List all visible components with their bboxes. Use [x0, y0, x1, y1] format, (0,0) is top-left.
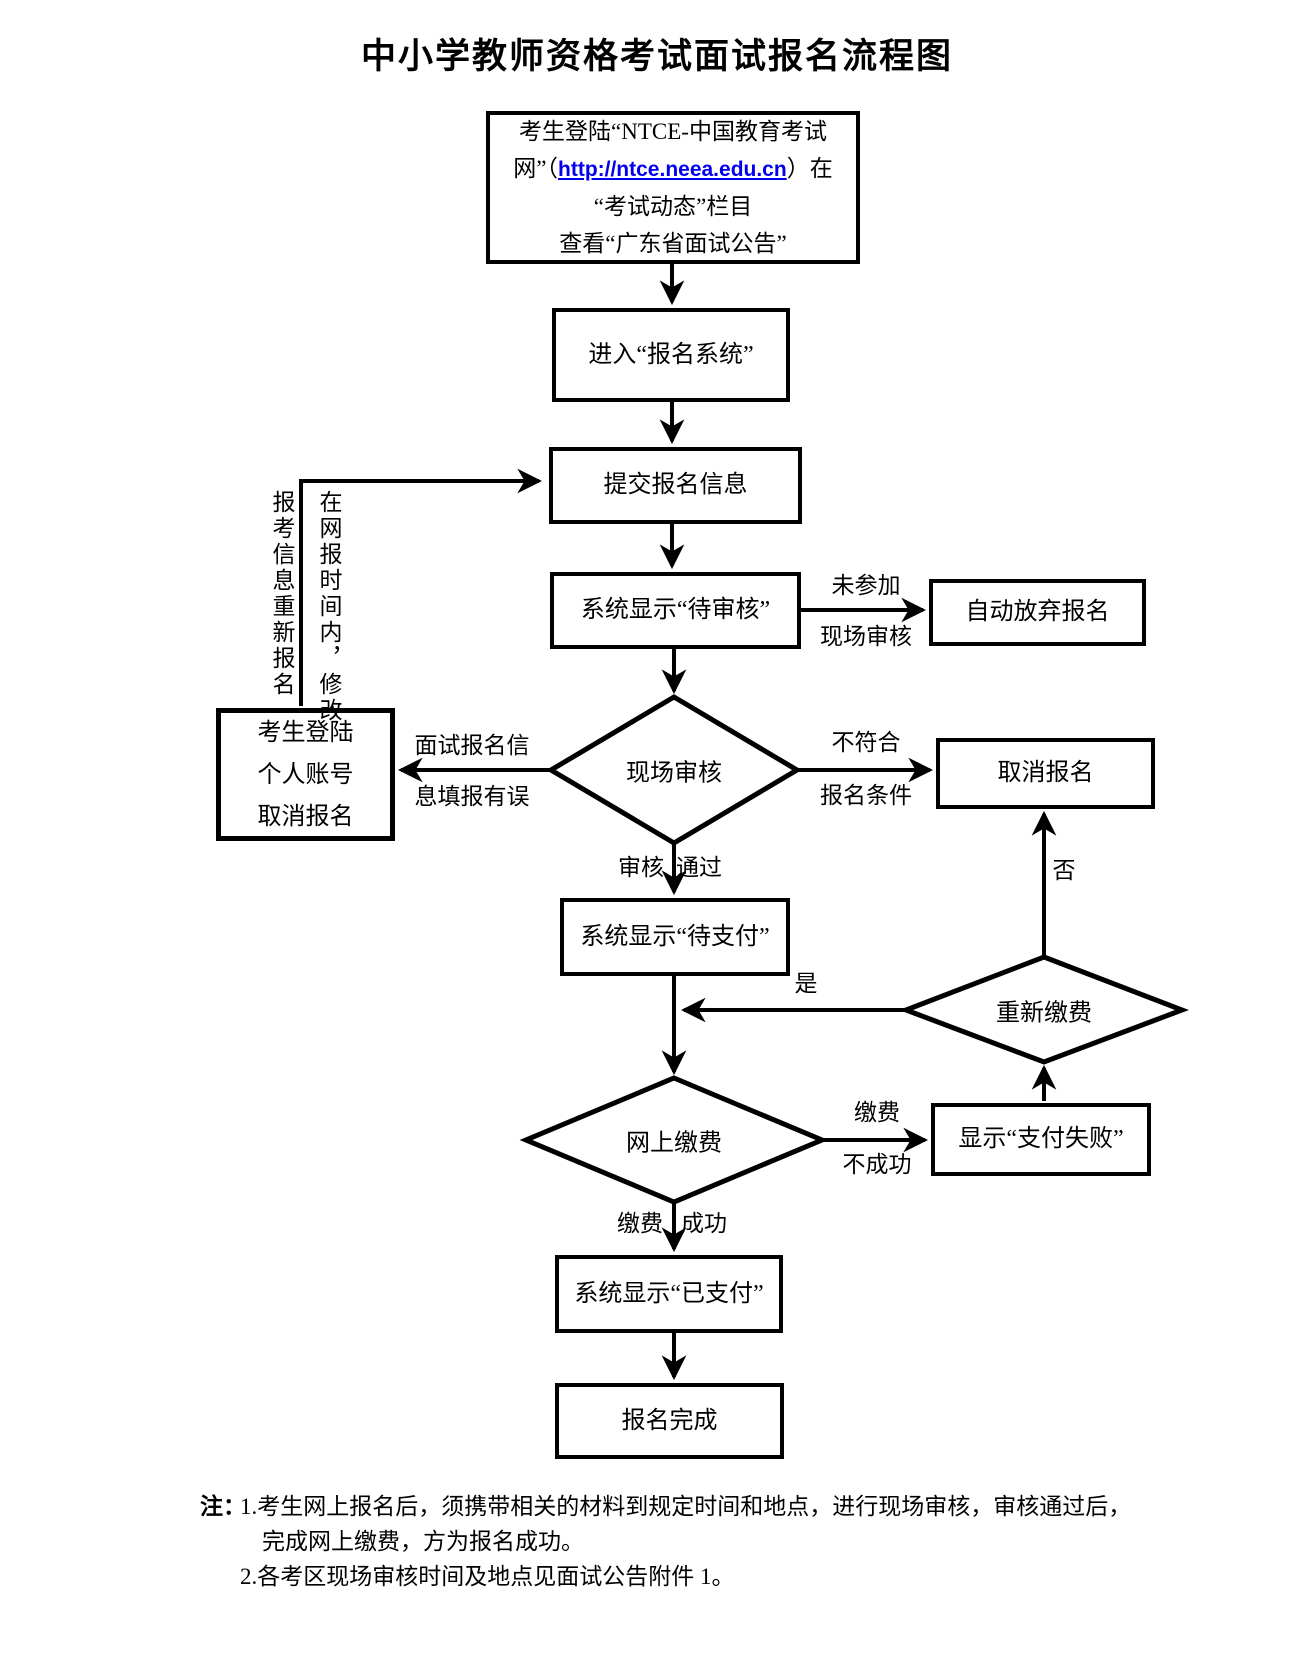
edge-label-info-error-2: 息填报有误	[414, 784, 530, 809]
flow-node-pending-review: 系统显示“待审核”	[550, 572, 801, 649]
edge-label-no-onsite-2: 现场审核	[820, 624, 912, 649]
edge-label-no: 否	[1052, 858, 1076, 883]
flow-node-online-pay-label: 网上缴费	[626, 1130, 722, 1157]
notes-line-2: 完成网上缴费，方为报名成功。	[262, 1529, 584, 1554]
flow-node-paid: 系统显示“已支付”	[555, 1255, 783, 1333]
flow-node-repay-label: 重新缴费	[996, 1000, 1092, 1027]
edge-label-not-qualified-1: 不符合	[831, 730, 901, 755]
edge-loop-resubmit	[299, 468, 543, 706]
edge-label-yes: 是	[794, 971, 818, 996]
ntce-link[interactable]: http://ntce.neea.edu.cn	[558, 158, 787, 181]
edge-label-pay-ok-2: 成功	[681, 1211, 727, 1236]
edge-label-no-onsite-1: 未参加	[831, 573, 901, 598]
edge-label-not-qualified-2: 报名条件	[820, 783, 912, 808]
start-line-4: 查看“广东省面试公告”	[559, 231, 787, 256]
edge-label-resubmit-vertical-right: 在网报时间内，修改	[316, 490, 341, 724]
flow-node-login-cancel: 考生登陆 个人账号 取消报名	[216, 708, 395, 841]
notes-prefix: 注：	[200, 1494, 246, 1519]
start-line-2: 网”（http://ntce.neea.edu.cn）在	[513, 156, 833, 181]
edge-label-review-pass-2: 通过	[676, 855, 722, 880]
flow-node-pay-fail: 显示“支付失败”	[931, 1103, 1151, 1176]
flow-node-cancel: 取消报名	[936, 738, 1155, 809]
flow-node-auto-abandon: 自动放弃报名	[929, 579, 1146, 646]
edge-label-resubmit-vertical-left: 报考信息重新报名	[269, 490, 294, 698]
flow-node-repay-shape	[898, 954, 1190, 1065]
flow-node-enter-system: 进入“报名系统”	[552, 308, 790, 402]
edge-label-pay-fail-1: 缴费	[854, 1100, 900, 1125]
notes-line-1: 1.考生网上报名后，须携带相关的材料到规定时间和地点，进行现场审核，审核通过后，	[240, 1494, 1132, 1519]
edge-label-info-error-1: 面试报名信	[414, 733, 530, 758]
flow-node-submit-info: 提交报名信息	[549, 447, 802, 524]
start-line-3: “考试动态”栏目	[593, 194, 753, 219]
edge-label-pay-ok-1: 缴费	[617, 1211, 663, 1236]
edge-label-pay-fail-2: 不成功	[842, 1152, 912, 1177]
flow-node-online-pay-shape	[519, 1075, 829, 1205]
page-title: 中小学教师资格考试面试报名流程图	[360, 37, 953, 76]
flow-node-start: 考生登陆“NTCE-中国教育考试 网”（http://ntce.neea.edu…	[486, 111, 860, 264]
flow-node-done: 报名完成	[555, 1383, 784, 1459]
notes-line-3: 2.各考区现场审核时间及地点见面试公告附件 1。	[240, 1564, 735, 1589]
flow-node-pending-pay: 系统显示“待支付”	[560, 898, 790, 976]
edge-label-review-pass-1: 审核	[618, 855, 664, 880]
start-line-1: 考生登陆“NTCE-中国教育考试	[519, 119, 827, 144]
flow-node-onsite-review-label: 现场审核	[626, 760, 722, 787]
flow-node-onsite-review-shape	[546, 694, 802, 846]
